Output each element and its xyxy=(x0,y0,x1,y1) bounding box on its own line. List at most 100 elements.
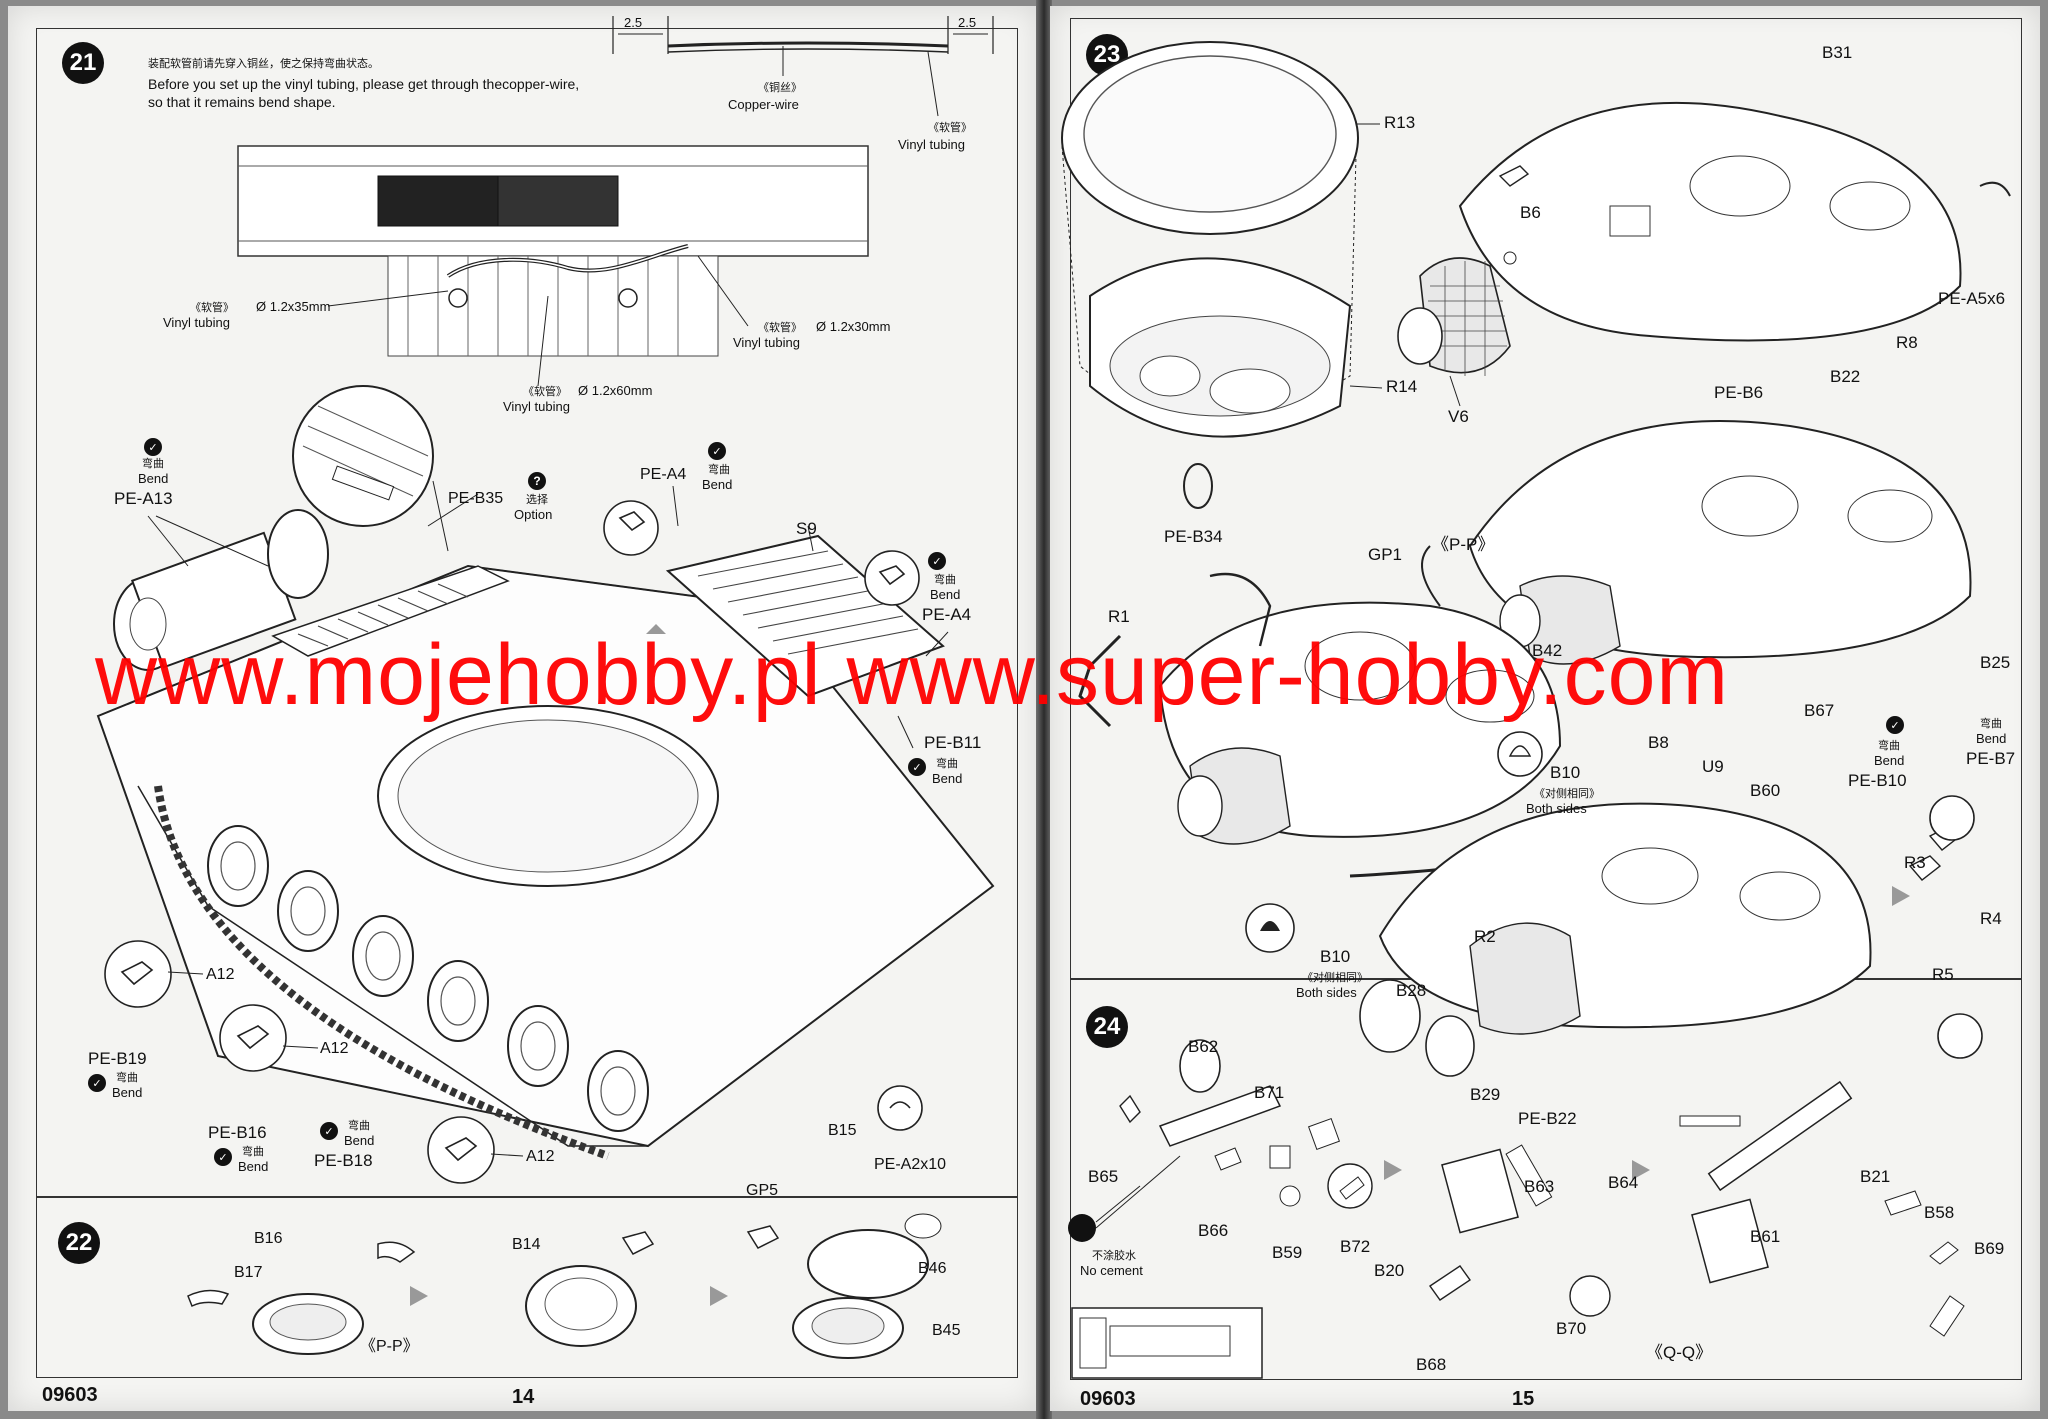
vinyl-label-cn: 《软管》 xyxy=(928,121,972,134)
label-pe-a2x10: PE-A2x10 xyxy=(874,1156,947,1173)
label-b58: B58 xyxy=(1924,1203,1955,1222)
label-b29: B29 xyxy=(1470,1085,1501,1104)
label-b21: B21 xyxy=(1860,1167,1891,1186)
watermark-text: www.mojehobby.pl www.super-hobby.com xyxy=(95,627,1730,723)
no-cement-label: No cement xyxy=(1080,1263,1143,1278)
step23-number: 23 xyxy=(1086,34,1128,76)
label-pp-23: 《P-P》 xyxy=(1432,535,1495,554)
step21-note-line2: so that it remains bend shape. xyxy=(148,94,336,110)
label-r3: R3 xyxy=(1904,853,1926,872)
label-a12-1: A12 xyxy=(206,966,235,983)
label-r1: R1 xyxy=(1108,607,1130,626)
copper-label-cn: 《铜丝》 xyxy=(758,81,802,94)
label-pe-a4-top: PE-A4 xyxy=(640,466,687,483)
label-gp1: GP1 xyxy=(1368,545,1403,564)
bend-b11: Bend xyxy=(932,771,963,786)
label-b10-b: B10 xyxy=(1320,947,1351,966)
bend-icon: ✓ xyxy=(708,442,726,460)
label-pp-22: 《P-P》 xyxy=(360,1338,419,1355)
label-a12-3: A12 xyxy=(526,1148,555,1165)
bend-cn-b10: 弯曲 xyxy=(1878,739,1900,752)
right-page-number: 15 xyxy=(1512,1388,1535,1410)
label-a12-2: A12 xyxy=(320,1040,349,1057)
label-pe-b18: PE-B18 xyxy=(314,1151,373,1170)
right-page: 23 24 xyxy=(1050,6,2040,1411)
step24-number: 24 xyxy=(1086,1006,1128,1048)
tube35-label: Vinyl tubing xyxy=(163,315,230,330)
label-b45: B45 xyxy=(932,1322,961,1339)
left-page-code: 09603 xyxy=(42,1384,98,1406)
copper-label: Copper-wire xyxy=(728,97,799,112)
option-icon: ? xyxy=(528,472,546,490)
bend-cn-a4r: 弯曲 xyxy=(934,573,956,586)
bend-icon: ✓ xyxy=(144,438,162,456)
label-b17: B17 xyxy=(234,1264,263,1281)
label-b59: B59 xyxy=(1272,1243,1303,1262)
tube60-label: Vinyl tubing xyxy=(503,399,570,414)
label-v6: V6 xyxy=(1448,407,1469,426)
label-b67: B67 xyxy=(1804,701,1835,720)
label-pe-b22: PE-B22 xyxy=(1518,1109,1577,1128)
bend-icon: ✓ xyxy=(908,758,926,776)
label-b70: B70 xyxy=(1556,1319,1587,1338)
bend-b19: Bend xyxy=(112,1085,143,1100)
right-page-code: 09603 xyxy=(1080,1388,1136,1410)
no-cement-cn: 不涂胶水 xyxy=(1092,1249,1136,1262)
bend-cn-a13: 弯曲 xyxy=(142,457,164,470)
label-b61: B61 xyxy=(1750,1227,1781,1246)
tube35-size: Ø 1.2x35mm xyxy=(256,299,331,314)
label-r4: R4 xyxy=(1980,909,2002,928)
label-pe-b11: PE-B11 xyxy=(924,733,982,752)
label-b8: B8 xyxy=(1648,733,1669,752)
label-r5: R5 xyxy=(1932,965,1954,984)
label-pe-b10: PE-B10 xyxy=(1848,771,1907,790)
bend-b18: Bend xyxy=(344,1133,375,1148)
label-pe-a13: PE-A13 xyxy=(114,489,173,508)
left-page: 21 装配软管前请先穿入铜丝，使之保持弯曲状态。 Before you set … xyxy=(8,6,1038,1411)
bend-icon: ✓ xyxy=(320,1122,338,1140)
label-pe-b16: PE-B16 xyxy=(208,1123,267,1142)
label-b63: B63 xyxy=(1524,1177,1555,1196)
bend-b16: Bend xyxy=(238,1159,269,1174)
bend-b10: Bend xyxy=(1874,753,1905,768)
both-sides-a: Both sides xyxy=(1526,801,1587,816)
label-b42: B42 xyxy=(1532,641,1563,660)
bend-icon: ✓ xyxy=(1886,716,1904,734)
bend-cn-b16: 弯曲 xyxy=(242,1145,264,1158)
label-b22: B22 xyxy=(1830,367,1861,386)
label-b69: B69 xyxy=(1974,1239,2005,1258)
tube30-size: Ø 1.2x30mm xyxy=(816,319,891,334)
step21-frame xyxy=(36,28,1018,1198)
dim-right: 2.5 xyxy=(958,15,977,30)
label-pe-b7: PE-B7 xyxy=(1966,749,2016,768)
label-b65: B65 xyxy=(1088,1167,1119,1186)
label-pe-a4-right: PE-A4 xyxy=(922,605,972,624)
label-b71: B71 xyxy=(1254,1083,1285,1102)
step21-note-line1: Before you set up the vinyl tubing, plea… xyxy=(148,76,580,92)
step21-number: 21 xyxy=(62,42,104,84)
label-b25: B25 xyxy=(1980,653,2011,672)
bend-cn-b19: 弯曲 xyxy=(116,1071,138,1084)
label-b20: B20 xyxy=(1374,1261,1405,1280)
label-gp5: GP5 xyxy=(746,1182,779,1199)
both-sides-b: Both sides xyxy=(1296,985,1357,1000)
label-b68: B68 xyxy=(1416,1355,1447,1374)
label-r8: R8 xyxy=(1896,333,1918,352)
label-pe-a5x6: PE-A5x6 xyxy=(1938,289,2006,308)
bend-a13: Bend xyxy=(138,471,169,486)
bend-cn-a4: 弯曲 xyxy=(708,463,730,476)
label-b72: B72 xyxy=(1340,1237,1371,1256)
tube30-cn: 《软管》 xyxy=(758,321,802,334)
label-b64: B64 xyxy=(1608,1173,1639,1192)
step23-drawing xyxy=(1061,41,2011,1379)
step21-drawing xyxy=(96,16,995,1359)
label-b15: B15 xyxy=(828,1122,857,1139)
label-b28: B28 xyxy=(1396,981,1427,1000)
bend-icon: ✓ xyxy=(88,1074,106,1092)
tube30-label: Vinyl tubing xyxy=(733,335,800,350)
tube60-size: Ø 1.2x60mm xyxy=(578,383,653,398)
label-pe-b6: PE-B6 xyxy=(1714,383,1764,402)
label-r14: R14 xyxy=(1386,377,1418,396)
option-label: Option xyxy=(514,507,553,522)
